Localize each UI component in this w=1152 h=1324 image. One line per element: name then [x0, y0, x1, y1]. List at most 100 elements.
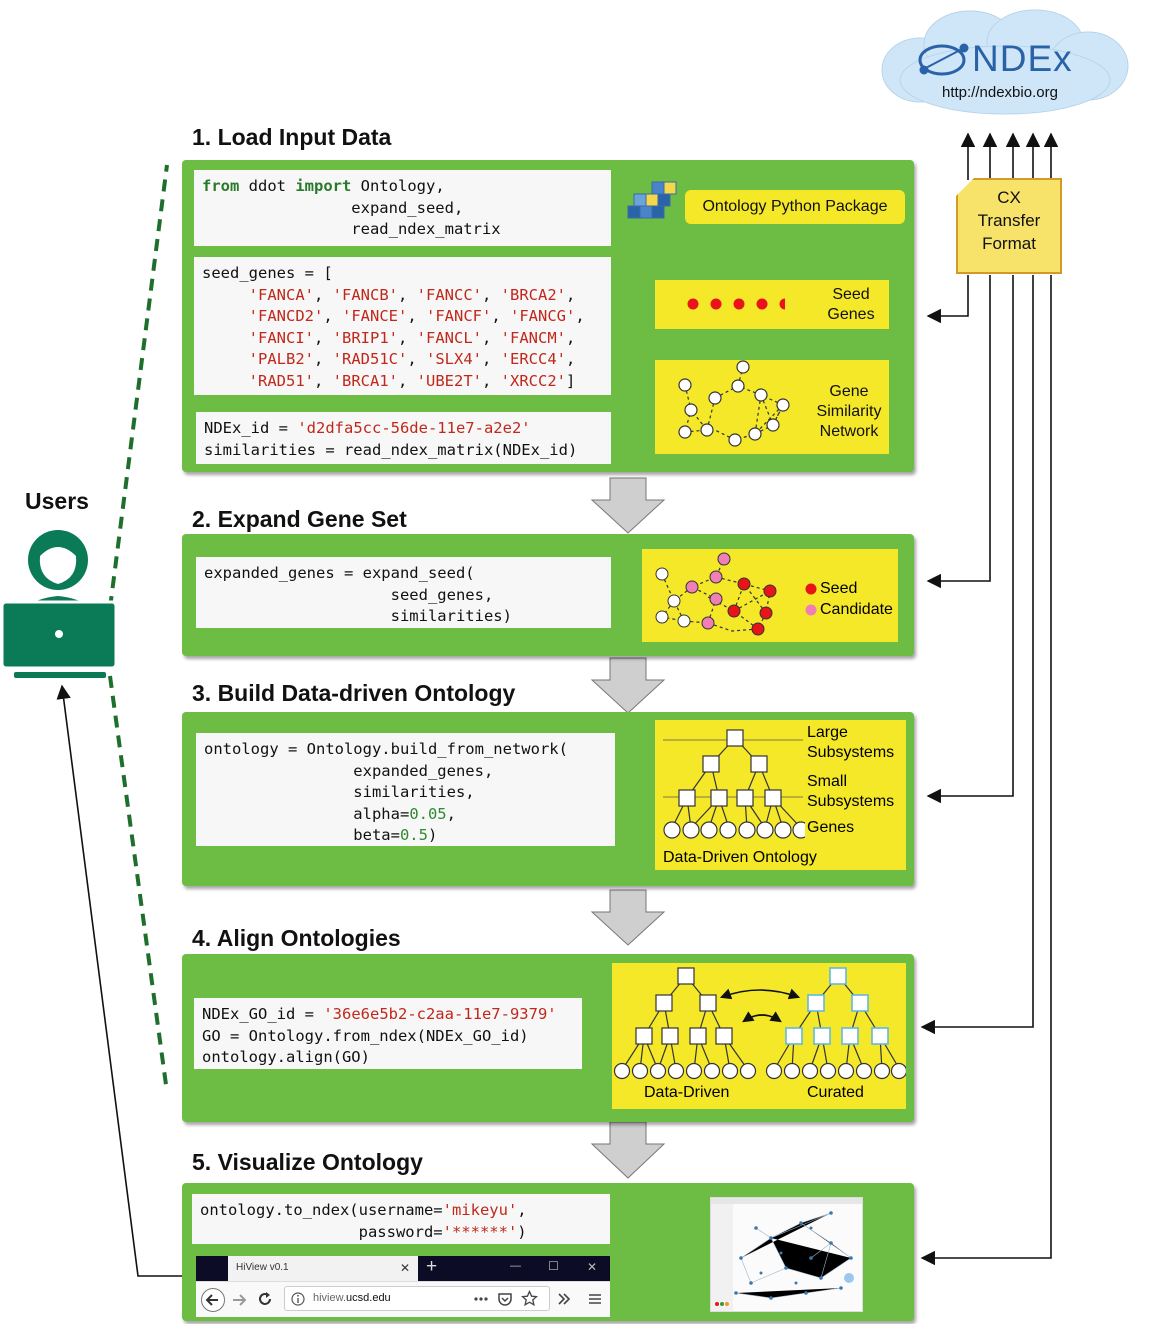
- url-bar[interactable]: hiview.ucsd.edu: [284, 1286, 550, 1311]
- new-tab-icon[interactable]: +: [426, 1256, 438, 1277]
- browser-tab[interactable]: HiView v0.1 ✕: [228, 1256, 418, 1281]
- overflow-chevron-icon[interactable]: [556, 1291, 572, 1307]
- seed-genes-code-block: seed_genes = [ 'FANCA', 'FANCB', 'FANCC'…: [194, 257, 611, 395]
- down-arrow-4: [590, 1121, 666, 1179]
- ndex-prefix: NDEx_id =: [204, 419, 298, 437]
- forward-icon[interactable]: [230, 1291, 248, 1309]
- seed-gene: 'BRCA2': [500, 285, 566, 304]
- seed-gene: 'PALB2': [248, 350, 314, 368]
- ndex-logo-icon: [918, 43, 969, 76]
- ndex-url[interactable]: http://ndexbio.org: [942, 84, 1058, 101]
- seed-gene: 'FANCG': [510, 307, 576, 325]
- dashed-link-top: [108, 164, 169, 609]
- alpha-value: 0.05: [409, 804, 447, 823]
- alignment-trees: [613, 967, 908, 1080]
- seed-dots: [687, 298, 791, 310]
- seed-genes-box: Seed Genes: [655, 280, 889, 329]
- cx-transfer-format-box: [956, 178, 1062, 274]
- seed-gene: 'FANCE': [342, 307, 408, 325]
- go-prefix: NDEx_GO_id =: [202, 1005, 324, 1023]
- beta-value: 0.5: [399, 826, 428, 844]
- kw-import: import: [295, 177, 352, 195]
- users-label: Users: [25, 488, 89, 514]
- seed-gene: 'FANCC': [416, 285, 482, 304]
- down-arrow-1: [590, 477, 666, 534]
- info-icon[interactable]: [291, 1292, 305, 1306]
- back-icon[interactable]: [200, 1287, 226, 1313]
- ontology-alignment-box: Data-Driven Curated: [612, 963, 908, 1109]
- seed-gene: 'UBE2T': [416, 371, 482, 390]
- seed-gene: 'ERCC4': [500, 350, 566, 368]
- seed-gene: 'XRCC2': [500, 371, 566, 390]
- cx-line2: Transfer: [977, 211, 1041, 230]
- hiview-network-preview: [711, 1198, 862, 1311]
- align-code-block: NDEx_GO_id = '36e6e5b2-c2aa-11e7-9379' G…: [194, 998, 582, 1069]
- build-code-a: ontology = Ontology.build_from_network( …: [204, 740, 568, 823]
- step5-title: 5. Visualize Ontology: [192, 1149, 423, 1175]
- window-maximize-icon[interactable]: ☐: [548, 1259, 559, 1273]
- legend-dots: [805, 583, 817, 616]
- tab-close-icon[interactable]: ✕: [400, 1261, 411, 1275]
- menu-icon[interactable]: [588, 1292, 602, 1306]
- window-close-icon[interactable]: ✕: [587, 1260, 598, 1274]
- username-string: 'mikeyu': [442, 1201, 518, 1219]
- similarity-network-graph: [678, 360, 790, 447]
- to-ndex-code-block: ontology.to_ndex(username='mikeyu', pass…: [192, 1194, 610, 1244]
- cloud-shape: [881, 9, 1129, 115]
- gene-similarity-network-box: Gene Similarity Network: [655, 360, 889, 454]
- import-code-block: from ddot import Ontology, expand_seed, …: [194, 170, 611, 246]
- seed-gene: 'RAD51C': [332, 350, 408, 368]
- step1-title: 1. Load Input Data: [192, 124, 392, 150]
- password-string: '******': [442, 1222, 518, 1241]
- build-code-c: ): [427, 826, 438, 844]
- cx-line1: CX: [997, 188, 1021, 207]
- seed-gene: 'FANCB': [332, 285, 398, 304]
- tab-title: HiView v0.1: [236, 1262, 289, 1273]
- seed-prefix: seed_genes = [: [202, 264, 333, 282]
- ontology-package-badge: Ontology Python Package: [685, 190, 905, 224]
- large-subsystems-label: Large Subsystems: [807, 724, 895, 761]
- dashed-link-bottom: [108, 675, 169, 1093]
- seed-gene: 'RAD51': [248, 371, 314, 390]
- down-arrow-2: [590, 657, 666, 714]
- seed-gene: 'BRIP1': [332, 328, 398, 347]
- to-ndex-b: , password=: [358, 1201, 527, 1241]
- step2-title: 2. Expand Gene Set: [192, 506, 407, 532]
- reload-icon[interactable]: [256, 1290, 274, 1308]
- page-actions-icon[interactable]: [473, 1296, 489, 1302]
- align-line: ontology.align(GO): [202, 1048, 370, 1066]
- url-rest: ucsd.edu: [346, 1292, 391, 1304]
- cx-line3: Format: [982, 234, 1036, 253]
- gene-similarity-network-label: Gene Similarity Network: [816, 383, 882, 440]
- from-ndex-line: GO = Ontology.from_ndex(NDEx_GO_id): [202, 1026, 529, 1045]
- seed-genes-label: Seed Genes: [827, 286, 875, 323]
- seed-gene-list: 'FANCA', 'FANCB', 'FANCC', 'BRCA2', 'FAN…: [248, 285, 594, 390]
- pocket-icon[interactable]: [497, 1291, 513, 1307]
- hiview-screenshot-thumbnail: [710, 1197, 863, 1312]
- build-ontology-code-block: ontology = Ontology.build_from_network( …: [196, 733, 615, 846]
- data-driven-ontology-caption: Data-Driven Ontology: [663, 849, 817, 866]
- seed-gene: 'BRCA1': [332, 371, 398, 390]
- ndex-logo-text: NDEx: [972, 38, 1073, 79]
- seed-gene: 'FANCM': [500, 328, 566, 347]
- import-rest: Ontology, expand_seed, read_ndex_matrix: [351, 177, 501, 238]
- ndex-id-string: 'd2dfa5cc-56de-11e7-a2e2': [297, 419, 531, 437]
- seed-gene: 'SLX4': [426, 350, 482, 368]
- expand-code-block: expanded_genes = expand_seed( seed_genes…: [196, 557, 611, 628]
- seed-gene: 'FANCL': [416, 328, 482, 347]
- python-package-icon: [627, 181, 677, 219]
- expanded-network-graph: [655, 552, 777, 636]
- build-code-b: , beta=: [353, 804, 456, 845]
- data-driven-caption: Data-Driven: [644, 1084, 730, 1101]
- ndex-cloud[interactable]: NDEx http://ndexbio.org: [880, 8, 1130, 118]
- bookmark-star-icon[interactable]: [521, 1290, 538, 1307]
- legend-candidate-label: Candidate: [820, 601, 893, 618]
- step3-title: 3. Build Data-driven Ontology: [192, 680, 516, 706]
- browser-window: HiView v0.1 ✕ + — ☐ ✕ hiview.ucsd.edu: [196, 1256, 610, 1317]
- ontology-package-label: Ontology Python Package: [702, 198, 888, 215]
- to-ndex-c: ): [517, 1222, 527, 1241]
- legend-seed-label: Seed: [820, 580, 858, 597]
- expanded-network-box: Seed Candidate: [642, 549, 898, 642]
- similarities-line: similarities = read_ndex_matrix(NDEx_id): [204, 440, 578, 459]
- window-minimize-icon[interactable]: —: [510, 1260, 521, 1272]
